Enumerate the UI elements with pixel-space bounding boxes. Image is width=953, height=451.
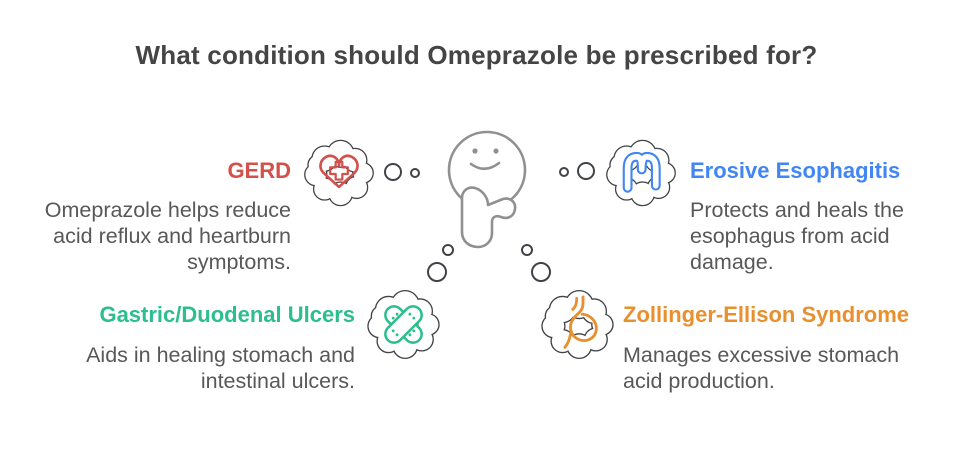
desc-gastric-duodenal-ulcers: Aids in healing stomach and intestinal u… bbox=[40, 342, 355, 394]
stomach-icon bbox=[563, 295, 598, 349]
thought-bubble bbox=[577, 162, 595, 180]
label-gastric-duodenal-ulcers: Gastric/Duodenal Ulcers bbox=[99, 302, 355, 327]
text-line: intestinal ulcers. bbox=[200, 369, 355, 393]
desc-erosive-esophagitis: Protects and heals the esophagus from ac… bbox=[690, 197, 930, 275]
desc-gerd: Omeprazole helps reduce acid reflux and … bbox=[20, 197, 291, 275]
thought-bubble bbox=[427, 262, 447, 282]
text-line: esophagus from acid bbox=[690, 224, 890, 248]
text-line: Aids in healing stomach and bbox=[86, 343, 355, 367]
label-erosive-esophagitis: Erosive Esophagitis bbox=[690, 158, 901, 183]
text-line: Protects and heals the bbox=[690, 198, 904, 222]
text-line: acid production. bbox=[623, 369, 775, 393]
intestine-icon bbox=[622, 151, 661, 193]
thought-bubble bbox=[531, 262, 551, 282]
text-line: acid reflux and heartburn bbox=[53, 224, 291, 248]
thought-bubble bbox=[521, 244, 533, 256]
thought-bubble bbox=[410, 168, 420, 178]
thought-bubble bbox=[442, 244, 454, 256]
thinking-face-icon bbox=[447, 130, 527, 249]
thought-cloud-zollinger bbox=[541, 289, 614, 360]
text-line: Manages excessive stomach bbox=[623, 343, 900, 367]
text-line: symptoms. bbox=[187, 250, 291, 274]
thought-bubble bbox=[559, 167, 569, 177]
crossed-bandages-icon bbox=[384, 305, 423, 344]
desc-zollinger-ellison: Manages excessive stomach acid productio… bbox=[623, 342, 923, 394]
thought-bubble bbox=[384, 163, 402, 181]
page-title: What condition should Omeprazole be pres… bbox=[135, 40, 818, 70]
text-line: damage. bbox=[690, 250, 774, 274]
thought-cloud-erosive bbox=[606, 139, 676, 207]
label-gerd: GERD bbox=[227, 158, 291, 183]
heart-medical-cross-icon bbox=[319, 154, 359, 189]
text-line: Omeprazole helps reduce bbox=[44, 198, 291, 222]
thought-cloud-gerd bbox=[304, 139, 374, 207]
label-zollinger-ellison: Zollinger-Ellison Syndrome bbox=[623, 302, 910, 327]
thought-cloud-ulcers bbox=[367, 289, 440, 360]
